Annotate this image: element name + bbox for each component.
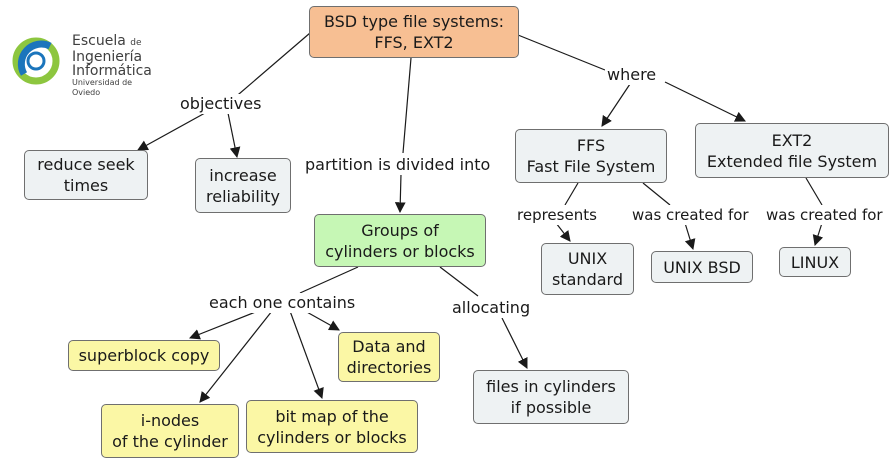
label-created-for-bsd: was created for	[630, 205, 751, 225]
edge-represents-unixstd	[555, 222, 571, 242]
label-partition: partition is divided into	[303, 155, 493, 175]
edge-createdfor-linux	[812, 222, 824, 247]
label-each-one-contains: each one contains	[207, 293, 358, 313]
logo-line1-suffix: de	[130, 38, 142, 48]
edge-eachone-inodes	[199, 310, 273, 403]
node-files-cylinders: files in cylinders if possible	[473, 370, 629, 424]
logo-line3: Informática	[72, 63, 152, 79]
edge-eachone-superblock	[188, 310, 259, 340]
node-groups: Groups of cylinders or blocks	[314, 214, 486, 267]
edge-eachone-bitmap	[289, 310, 324, 400]
edge-where-ffs	[601, 83, 631, 127]
logo-emblem-icon	[12, 37, 60, 85]
edge-where-ext2	[664, 81, 746, 122]
node-unix-bsd: UNIX BSD	[651, 251, 753, 283]
edge-ffs-represents	[564, 182, 579, 206]
node-root: BSD type file systems: FFS, EXT2	[309, 6, 519, 58]
node-data-dirs: Data and directories	[338, 332, 440, 382]
node-ffs: FFS Fast File System	[515, 129, 667, 183]
edge-ffs-createdfor	[642, 182, 671, 206]
node-superblock: superblock copy	[68, 340, 220, 371]
node-bitmap: bit map of the cylinders or blocks	[246, 400, 418, 453]
node-linux: LINUX	[779, 247, 851, 277]
university-logo: Escuela de Ingeniería Informática Univer…	[10, 33, 160, 97]
edge-objectives-reduce	[137, 112, 206, 151]
logo-line4: Universidad de Oviedo	[72, 78, 133, 97]
edge-eachone-data	[304, 310, 340, 331]
edge-ext2-createdfor	[805, 177, 823, 206]
edge-root-partition	[402, 57, 412, 154]
edge-root-where	[517, 34, 606, 71]
label-created-for-linux: was created for	[764, 205, 885, 225]
edge-root-objectives	[231, 32, 311, 101]
node-reduce-seek: reduce seek times	[24, 150, 148, 200]
edge-groups-allocating	[439, 266, 479, 297]
edge-allocating-files	[501, 317, 528, 369]
edge-createdfor-unixbsd	[684, 222, 696, 251]
label-where: where	[605, 65, 659, 85]
label-represents: represents	[515, 205, 599, 225]
edge-groups-eachone	[299, 266, 359, 294]
node-inodes: i-nodes of the cylinder	[101, 404, 239, 458]
node-unix-standard: UNIX standard	[541, 243, 634, 295]
logo-line2: Ingeniería	[72, 49, 143, 65]
node-ext2: EXT2 Extended file System	[695, 123, 889, 178]
label-objectives: objectives	[178, 94, 264, 114]
edge-objectives-increase	[227, 112, 241, 159]
label-allocating: allocating	[450, 298, 533, 318]
logo-line1: Escuela	[72, 33, 126, 49]
node-increase-reliability: increase reliability	[195, 158, 291, 213]
edge-partition-groups	[394, 173, 406, 214]
